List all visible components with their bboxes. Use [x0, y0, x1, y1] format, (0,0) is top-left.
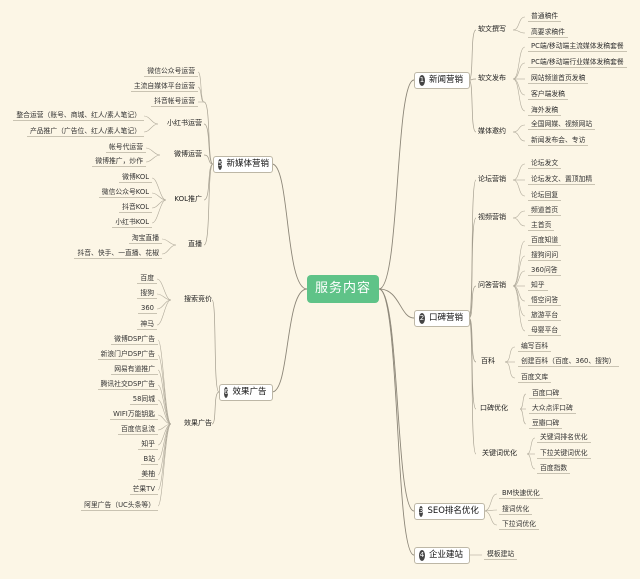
branch-performance-ads[interactable]: 6 效果广告 [219, 384, 273, 401]
leaf-item: WIFI万能钥匙 [110, 409, 158, 420]
leaf-item: 产品推广（广告位、红人/素人笔记） [26, 126, 144, 137]
leaf-item: 频道首页 [528, 205, 562, 216]
leaf-item: 普通稿件 [528, 11, 562, 22]
leaf-item: 阿里广告（UC头条等） [81, 500, 158, 511]
leaf-item: 百度指数 [537, 463, 571, 474]
branch-seo-ranking[interactable]: 3 SEO排名优化 [414, 503, 485, 520]
group-label: 问答营销 [478, 281, 506, 289]
leaf-item: 网站频道首页发稿 [528, 73, 589, 84]
branch-label: 新闻营销 [428, 75, 463, 85]
leaf-item: 知乎 [138, 439, 158, 450]
leaf-item: 新浪门户DSP广告 [97, 349, 158, 360]
leaf-item: 微博DSP广告 [111, 334, 158, 345]
leaf-item: 客户端发稿 [528, 89, 568, 100]
branch-website-building[interactable]: 4 企业建站 [414, 547, 470, 564]
center-topic: 服务内容 [307, 275, 379, 303]
leaf-item: 百度文库 [518, 372, 552, 383]
leaf-item: 58同城 [129, 394, 158, 405]
leaf-item: 下拉词优化 [499, 519, 539, 530]
group-label: 百科 [481, 357, 495, 365]
leaf-item: 神马 [137, 319, 157, 330]
leaf-item: 知乎 [528, 280, 548, 291]
group-label: 软文发布 [478, 74, 506, 82]
leaf-item: 创建百科（百度、360、搜狗） [518, 356, 619, 367]
leaf-item: 抖音KOL [119, 202, 152, 213]
leaf-item: B站 [140, 454, 158, 465]
group-label: 论坛营销 [478, 175, 506, 183]
group-label: 关键词优化 [482, 449, 517, 457]
leaf-item: 微信公众号运营 [144, 66, 198, 77]
leaf-item: 帐号代运营 [106, 142, 146, 153]
leaf-item: 悟空问答 [528, 295, 562, 306]
group-label: 口碑优化 [480, 404, 508, 412]
leaf-item: 腾讯社交DSP广告 [97, 379, 158, 390]
leaf-item: 模板建站 [484, 549, 518, 560]
number-badge: 6 [224, 387, 229, 398]
leaf-item: 抖音、快手、一直播、花椒 [74, 248, 162, 259]
leaf-item: BM快速优化 [499, 488, 543, 499]
branch-label: 企业建站 [428, 550, 463, 560]
branch-news-marketing[interactable]: 1 新闻营销 [414, 72, 470, 89]
leaf-item: 网易有道推广 [111, 364, 158, 375]
leaf-item: 微信公众号KOL [98, 187, 152, 198]
leaf-item: 母婴平台 [528, 325, 562, 336]
branch-label: 效果广告 [232, 387, 267, 397]
group-label: KOL推广 [174, 195, 202, 203]
leaf-item: 主流自媒体平台运营 [130, 81, 198, 92]
leaf-item: 搜词优化 [499, 504, 533, 515]
leaf-item: 百度口碑 [529, 388, 563, 399]
leaf-item: 抖音帐号运营 [151, 96, 198, 107]
leaf-item: 360 [138, 303, 157, 314]
group-label: 直播 [188, 240, 202, 248]
branch-new-media-marketing[interactable]: 5 新媒体营销 [213, 156, 273, 173]
number-badge: 3 [419, 506, 424, 517]
leaf-item: 整合运营（账号、商城、红人/素人笔记） [13, 110, 144, 121]
leaf-item: 主首页 [528, 220, 555, 231]
group-label: 效果广告 [184, 419, 212, 427]
number-badge: 5 [218, 159, 223, 170]
group-label: 搜索竞价 [184, 295, 212, 303]
leaf-item: 淘宝直播 [128, 233, 162, 244]
leaf-item: 全国网媒、视频网站 [528, 119, 596, 130]
leaf-item: 百度知道 [528, 235, 562, 246]
leaf-item: 微博推广，炒作 [92, 156, 146, 167]
leaf-item: 论坛回复 [528, 190, 562, 201]
branch-label: SEO排名优化 [427, 506, 479, 516]
leaf-item: 关键词排名优化 [537, 432, 591, 443]
number-badge: 2 [419, 313, 425, 324]
group-label: 微博运营 [174, 150, 202, 158]
leaf-item: 下拉关键词优化 [537, 448, 591, 459]
leaf-item: 编写百科 [518, 341, 552, 352]
leaf-item: PC端/移动端主流媒体发稿套餐 [528, 41, 627, 52]
leaf-item: 美柚 [138, 469, 158, 480]
leaf-item: 百度 [137, 273, 157, 284]
leaf-item: 搜狗 [137, 288, 157, 299]
group-label: 媒体邀约 [478, 127, 506, 135]
leaf-item: 搜狗问问 [528, 250, 562, 261]
leaf-item: 360问答 [528, 265, 561, 276]
branch-label: 口碑营销 [428, 313, 463, 323]
leaf-item: 论坛发文、置顶加精 [528, 174, 596, 185]
leaf-item: 旅游平台 [528, 310, 562, 321]
leaf-item: 高要求稿件 [528, 27, 568, 38]
leaf-item: 百度信息流 [118, 424, 158, 435]
leaf-item: 微博KOL [119, 172, 152, 183]
number-badge: 4 [419, 550, 425, 561]
group-label: 软文撰写 [478, 25, 506, 33]
leaf-item: 芒果TV [129, 484, 158, 495]
group-label: 视频营销 [478, 213, 506, 221]
branch-reputation-marketing[interactable]: 2 口碑营销 [414, 310, 470, 327]
leaf-item: 豆瓣口碑 [529, 418, 563, 429]
leaf-item: 论坛发文 [528, 158, 562, 169]
leaf-item: 小红书KOL [112, 217, 152, 228]
leaf-item: 新闻发布会、专访 [528, 135, 589, 146]
leaf-item: 海外发稿 [528, 105, 562, 116]
leaf-item: PC端/移动端行业媒体发稿套餐 [528, 57, 627, 68]
leaf-item: 大众点评口碑 [529, 403, 576, 414]
branch-label: 新媒体营销 [226, 159, 269, 169]
number-badge: 1 [419, 75, 425, 86]
group-label: 小红书运营 [167, 119, 202, 127]
